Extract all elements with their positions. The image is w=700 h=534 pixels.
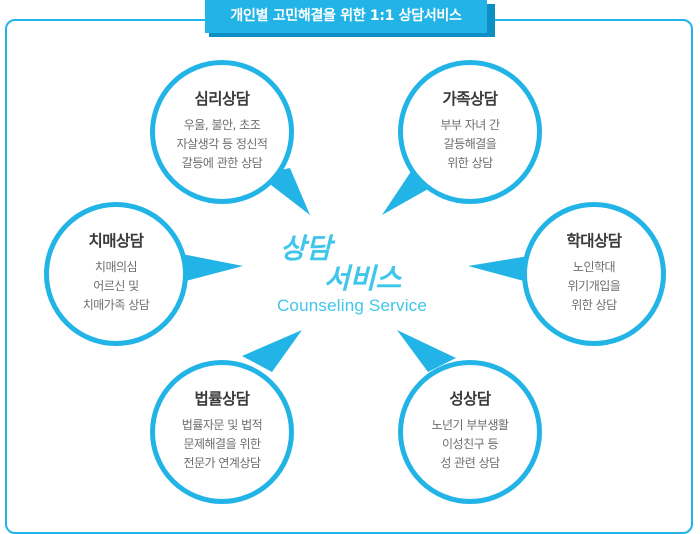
service-description: 법률자문 및 법적 문제해결을 위한 전문가 연계상담 [181, 418, 263, 470]
service-family: 가족상담 부부 자녀 간 갈등해결을 위한 상담 [398, 60, 542, 204]
center-subtitle: Counseling Service [276, 296, 428, 315]
service-description: 노인학대 위기개입을 위한 상담 [567, 260, 621, 312]
banner-title: 개인별 고민해결을 위한 1:1 상담서비스 [205, 0, 487, 33]
header-banner: 개인별 고민해결을 위한 1:1 상담서비스 [205, 0, 495, 37]
service-psychology: 심리상담 우울, 불안, 초조 자살생각 등 정신적 갈등에 관한 상담 [150, 60, 294, 204]
service-title: 학대상담 [566, 232, 622, 250]
pointer-dementia [182, 254, 243, 282]
center-title-line1: 상담 [280, 232, 336, 265]
service-description: 우울, 불안, 초조 자살생각 등 정신적 갈등에 관한 상담 [176, 118, 268, 170]
service-title: 법률상담 [194, 390, 250, 408]
center-title-line2: 서비스 [324, 262, 403, 292]
service-legal: 법률상담 법률자문 및 법적 문제해결을 위한 전문가 연계상담 [150, 360, 294, 504]
pointer-sexual [397, 330, 456, 372]
service-description: 부부 자녀 간 갈등해결을 위한 상담 [440, 118, 500, 170]
service-description: 치매의심 어르신 및 치매가족 상담 [82, 260, 150, 312]
service-title: 성상담 [449, 390, 491, 408]
pointer-abuse [468, 255, 535, 284]
service-title: 치매상담 [88, 232, 144, 250]
service-dementia: 치매상담 치매의심 어르신 및 치매가족 상담 [44, 202, 188, 346]
pointer-legal [242, 330, 302, 372]
service-title: 가족상담 [442, 90, 498, 108]
service-sexual: 성상담 노년기 부부생활 이성친구 등 성 관련 상담 [398, 360, 542, 504]
center-title: 상담 서비스 [280, 232, 403, 292]
service-description: 노년기 부부생활 이성친구 등 성 관련 상담 [431, 418, 509, 470]
service-abuse: 학대상담 노인학대 위기개입을 위한 상담 [522, 202, 666, 346]
service-title: 심리상담 [194, 90, 250, 108]
